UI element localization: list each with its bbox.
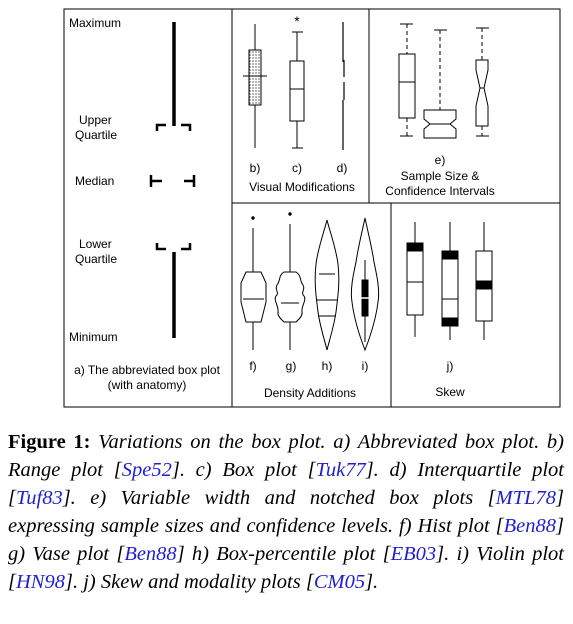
hist-plot-f [240,216,267,350]
variable-width-box-e2 [423,29,457,139]
caption-text: Variations on the box plot. a) Abbreviat… [8,431,564,481]
notched-box-e3 [475,27,489,137]
box-plot-variations-figure: Maximum Upper Quartile Median Lower Quar… [63,8,561,408]
citation-link[interactable]: Tuk77 [315,459,366,481]
figure-label: Figure 1: [8,431,91,453]
caption-text: ] g) Vase plot [ [8,515,564,565]
figure-caption: Figure 1: Variations on the box plot. a)… [8,428,564,596]
panel-visual-modifications: * b) c) d) Visual Modifications [243,13,355,194]
citation-link[interactable]: Spe52 [121,459,172,481]
panel-a-caption-line1: a) The abbreviated box plot [74,363,221,377]
panel-density-additions: f) g) h) i) Density Additions [240,212,380,400]
skew-title: Skew [435,385,465,399]
caption-text: ]. c) Box plot [ [171,459,316,481]
label-g: g) [286,359,297,373]
skew-plot-j3 [475,222,493,340]
label-upper: Upper [79,113,112,127]
vase-plot-g [274,212,306,350]
citation-link[interactable]: Ben88 [124,543,177,565]
citation-link[interactable]: CM05 [313,571,366,593]
label-lower: Lower [79,237,112,251]
citation-link[interactable]: MTL78 [495,487,557,509]
variable-width-box-e1 [398,23,416,137]
box-percentile-plot-h [314,219,340,351]
caption-text: ]. e) Variable width and notched box plo… [62,487,496,509]
panel-a-abbreviated-box-plot: Maximum Upper Quartile Median Lower Quar… [69,16,221,392]
caption-text: ]. [365,571,379,593]
caption-text: ] h) Box-percentile plot [ [176,543,391,565]
citation-link[interactable]: EB03 [390,543,437,565]
sample-size-title-line1: Sample Size & [401,169,480,183]
caption-text: ]. d) Interquartile plot [ [8,459,564,509]
label-median: Median [75,174,114,188]
caption-text: ]. j) Skew and modality plots [ [64,571,314,593]
interquartile-plot-d [342,22,345,150]
citation-link[interactable]: Tuf83 [15,487,63,509]
panel-skew: j) Skew [406,222,493,399]
panel-borders [63,8,561,408]
skew-plot-j2 [441,222,459,340]
label-minimum: Minimum [69,330,118,344]
outlier-asterisk: * [294,13,300,29]
abbreviated-box-glyph [149,22,196,338]
sample-size-title-line2: Confidence Intervals [385,184,494,198]
label-upper-quartile: Quartile [75,128,117,142]
label-f: f) [249,359,256,373]
caption-text: ] expressing sample sizes and confidence… [8,487,564,537]
citation-link[interactable]: Ben88 [503,515,557,537]
range-plot-b [243,24,267,148]
label-b: b) [250,161,261,175]
box-plot-c: * [289,13,305,149]
label-e: e) [435,153,446,167]
density-additions-title: Density Additions [264,386,356,400]
violin-plot-i [350,217,380,352]
label-i: i) [362,359,369,373]
label-c: c) [292,161,302,175]
caption-text: ]. i) Violin plot [ [8,543,564,593]
skew-plot-j1 [406,222,424,337]
panel-a-caption-line2: (with anatomy) [108,378,187,392]
label-maximum: Maximum [69,16,121,30]
label-lower-quartile: Quartile [75,252,117,266]
label-h: h) [322,359,333,373]
citation-link[interactable]: HN98 [15,571,65,593]
visual-modifications-title: Visual Modifications [249,180,355,194]
label-j: j) [446,359,454,373]
panel-sample-size: e) Sample Size & Confidence Intervals [385,23,495,198]
label-d: d) [337,161,348,175]
